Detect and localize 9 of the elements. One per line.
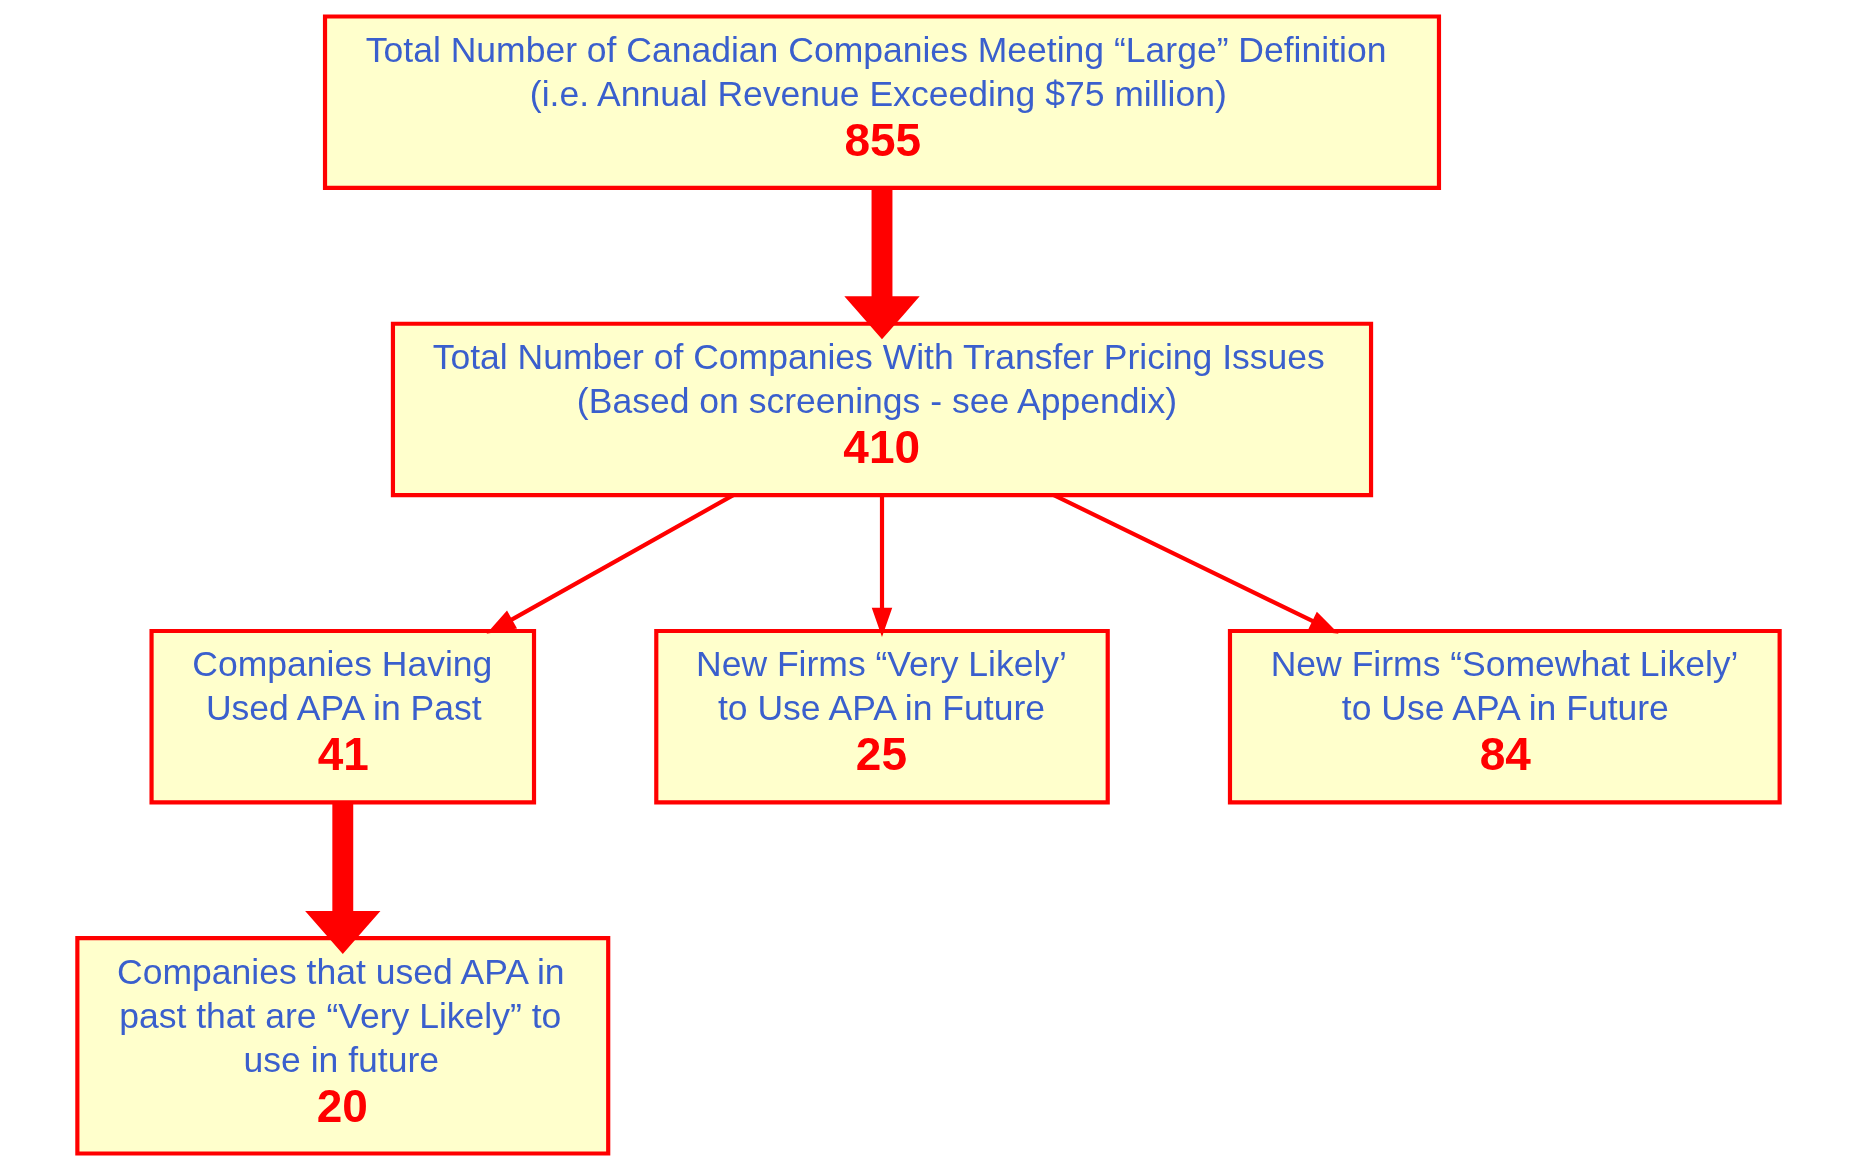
node-box: Companies that used APA in past that are “Very Likely” to use in future 20 <box>74 936 610 1156</box>
arrow <box>871 495 892 638</box>
arrow <box>304 802 380 955</box>
node-box: New Firms “Very Likely’ to Use APA in Future 25 <box>653 628 1110 805</box>
node-box: Total Number of Canadian Companies Meeting “Large” Definition (i.e. Annual Revenue Exceeding $75 million) 855 <box>322 14 1441 190</box>
arrow <box>843 187 920 340</box>
node-box: Total Number of Companies With Transfer Pricing Issues (Based on screenings - see Appendix) 410 <box>390 321 1373 498</box>
node-box: Companies Having Used APA in Past 41 <box>148 628 536 805</box>
node-box: New Firms “Somewhat Likely’ to Use APA in Future 84 <box>1227 628 1782 805</box>
